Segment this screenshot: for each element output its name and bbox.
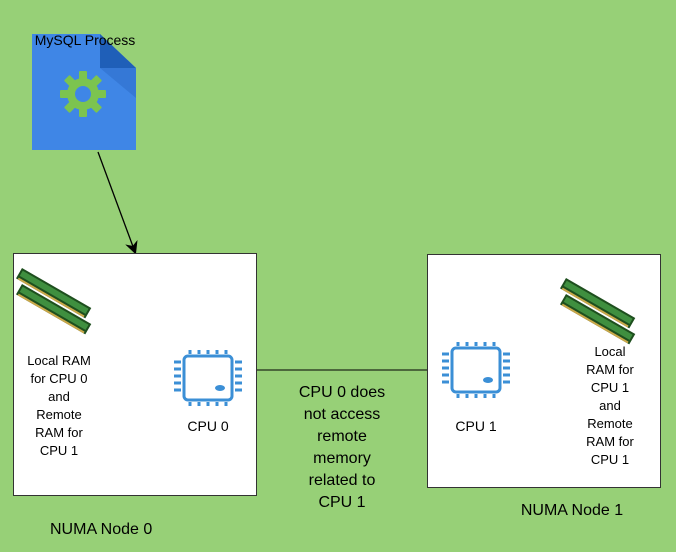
numa-node-1-label: NUMA Node 1 [520,502,624,519]
ram-module-icon [16,268,92,335]
cpu0-label: CPU 0 [187,418,229,434]
ram-module-icon [560,278,636,345]
process-to-ram-arrow [97,151,138,255]
numa-node-0-label: NUMA Node 0 [50,521,153,538]
node0-ram-label: Local RAM for CPU 0 and Remote RAM for C… [27,353,91,458]
numa-node-1-box [427,254,661,488]
process-label: MySQL Process [34,32,136,48]
interconnect-note: CPU 0 does not access remote memory rela… [298,384,386,511]
cpu-chip-icon [174,350,242,406]
mysql-process: MySQL Process [30,28,140,152]
node1-ram-label: Local RAM for CPU 1 and Remote RAM for C… [586,344,634,467]
gear-icon [60,71,106,117]
cpu1-label: CPU 1 [455,418,497,434]
cpu-chip-icon [442,342,510,398]
document-gear-icon [32,34,136,150]
